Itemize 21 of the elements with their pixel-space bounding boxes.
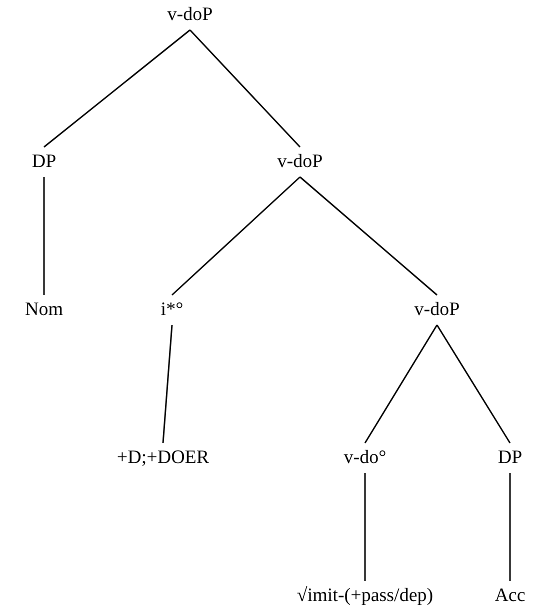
tree-node-label: i*° (158, 298, 186, 322)
tree-branch (509, 473, 511, 581)
tree-branch (436, 324, 511, 444)
tree-node-label: Acc (492, 584, 528, 608)
tree-branch (300, 176, 438, 296)
tree-node-label: v-doP (412, 298, 462, 322)
tree-node-label: DP (496, 446, 524, 470)
tree-node-label: Nom (23, 298, 65, 322)
tree-node-label: v-doP (275, 150, 325, 174)
tree-node-label: √imit-(+pass/dep) (294, 584, 436, 608)
tree-branch (44, 29, 190, 148)
tree-branch (162, 324, 173, 444)
tree-branch (172, 176, 300, 296)
tree-branch (189, 29, 301, 148)
tree-node-label: v-doP (165, 3, 215, 27)
tree-branch (364, 324, 438, 444)
tree-branch (43, 177, 45, 295)
tree-node-label: DP (30, 150, 58, 174)
tree-node-label: v-do° (342, 446, 388, 470)
tree-branch (364, 473, 366, 581)
tree-node-label: +D;+DOER (114, 446, 212, 470)
